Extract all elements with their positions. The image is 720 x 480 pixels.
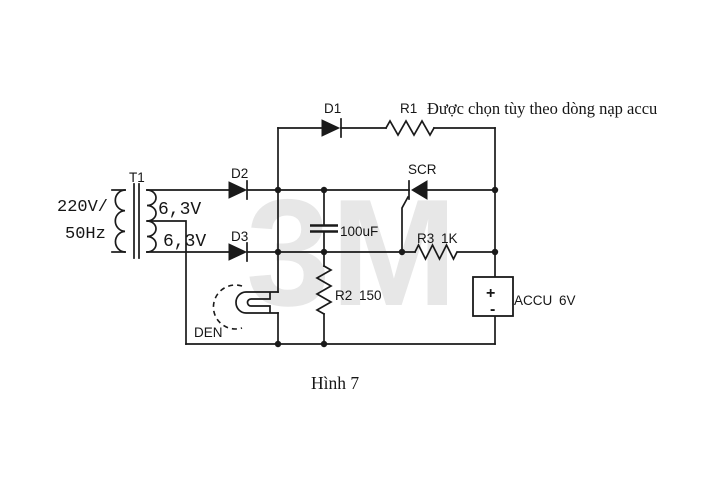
scr-gate-wire: [401, 195, 410, 253]
capacitor-label: 100uF: [340, 224, 378, 239]
lamp-bulb-arc: [212, 284, 243, 330]
battery-plus-sign: +: [486, 285, 495, 302]
junction-dot: [274, 340, 282, 348]
junction-dot: [491, 186, 499, 194]
junction-dot: [320, 248, 328, 256]
figure-caption: Hình 7: [311, 373, 359, 393]
r1-annotation: Được chọn tùy theo dòng nạp accu: [427, 99, 657, 118]
transformer-core: [133, 183, 140, 259]
junction-dot: [320, 340, 328, 348]
resistor-r2-label: R2 150: [335, 288, 382, 303]
capacitor-symbol: [310, 224, 338, 233]
junction-dot: [491, 248, 499, 256]
source-voltage-label: 220V/: [57, 198, 108, 217]
transformer-primary-winding: [114, 189, 126, 253]
resistor-r3-symbol: [413, 243, 459, 261]
diode-d3-label: D3: [231, 229, 248, 244]
junction-dot: [320, 186, 328, 194]
diode-d3-symbol: [228, 243, 248, 261]
battery-minus-sign: -: [490, 301, 495, 318]
scr-label: SCR: [408, 162, 437, 177]
lamp-label: DEN: [194, 325, 223, 340]
source-frequency-label: 50Hz: [65, 225, 106, 244]
lamp-filament: [235, 291, 279, 314]
resistor-r1-label: R1: [400, 101, 417, 116]
junction-dot: [398, 248, 406, 256]
resistor-r3-label: R3 1K: [417, 231, 458, 246]
winding-top-label: 6,3V: [158, 200, 201, 220]
resistor-r2-symbol: [315, 264, 333, 316]
wire-center-tap: [146, 220, 187, 345]
scr-symbol: [411, 180, 428, 200]
battery-symbol: [472, 276, 514, 317]
resistor-r1-symbol: [384, 119, 436, 137]
junction-dot: [274, 186, 282, 194]
diode-d1-label: D1: [324, 101, 341, 116]
diode-d2-label: D2: [231, 166, 248, 181]
transformer-label: T1: [129, 170, 145, 185]
diode-d2-symbol: [228, 181, 248, 199]
battery-label: ACCU 6V: [514, 293, 576, 308]
winding-bottom-label: 6,3V: [163, 232, 206, 252]
diode-d1-symbol: [321, 119, 341, 137]
junction-dot: [274, 248, 282, 256]
